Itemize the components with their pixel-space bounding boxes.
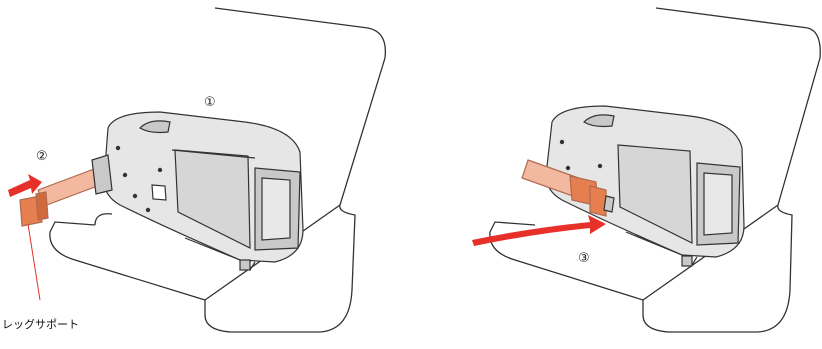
leg-support-leader-line [28,224,40,300]
right-panel: ③ [472,8,820,332]
leg-support-label: レッグサポート [2,317,79,331]
step-1-callout: ① [204,95,216,110]
step-3-callout: ③ [578,251,590,266]
step-2-callout: ② [36,149,48,164]
left-panel: ① ② レッグサポート [2,8,385,332]
